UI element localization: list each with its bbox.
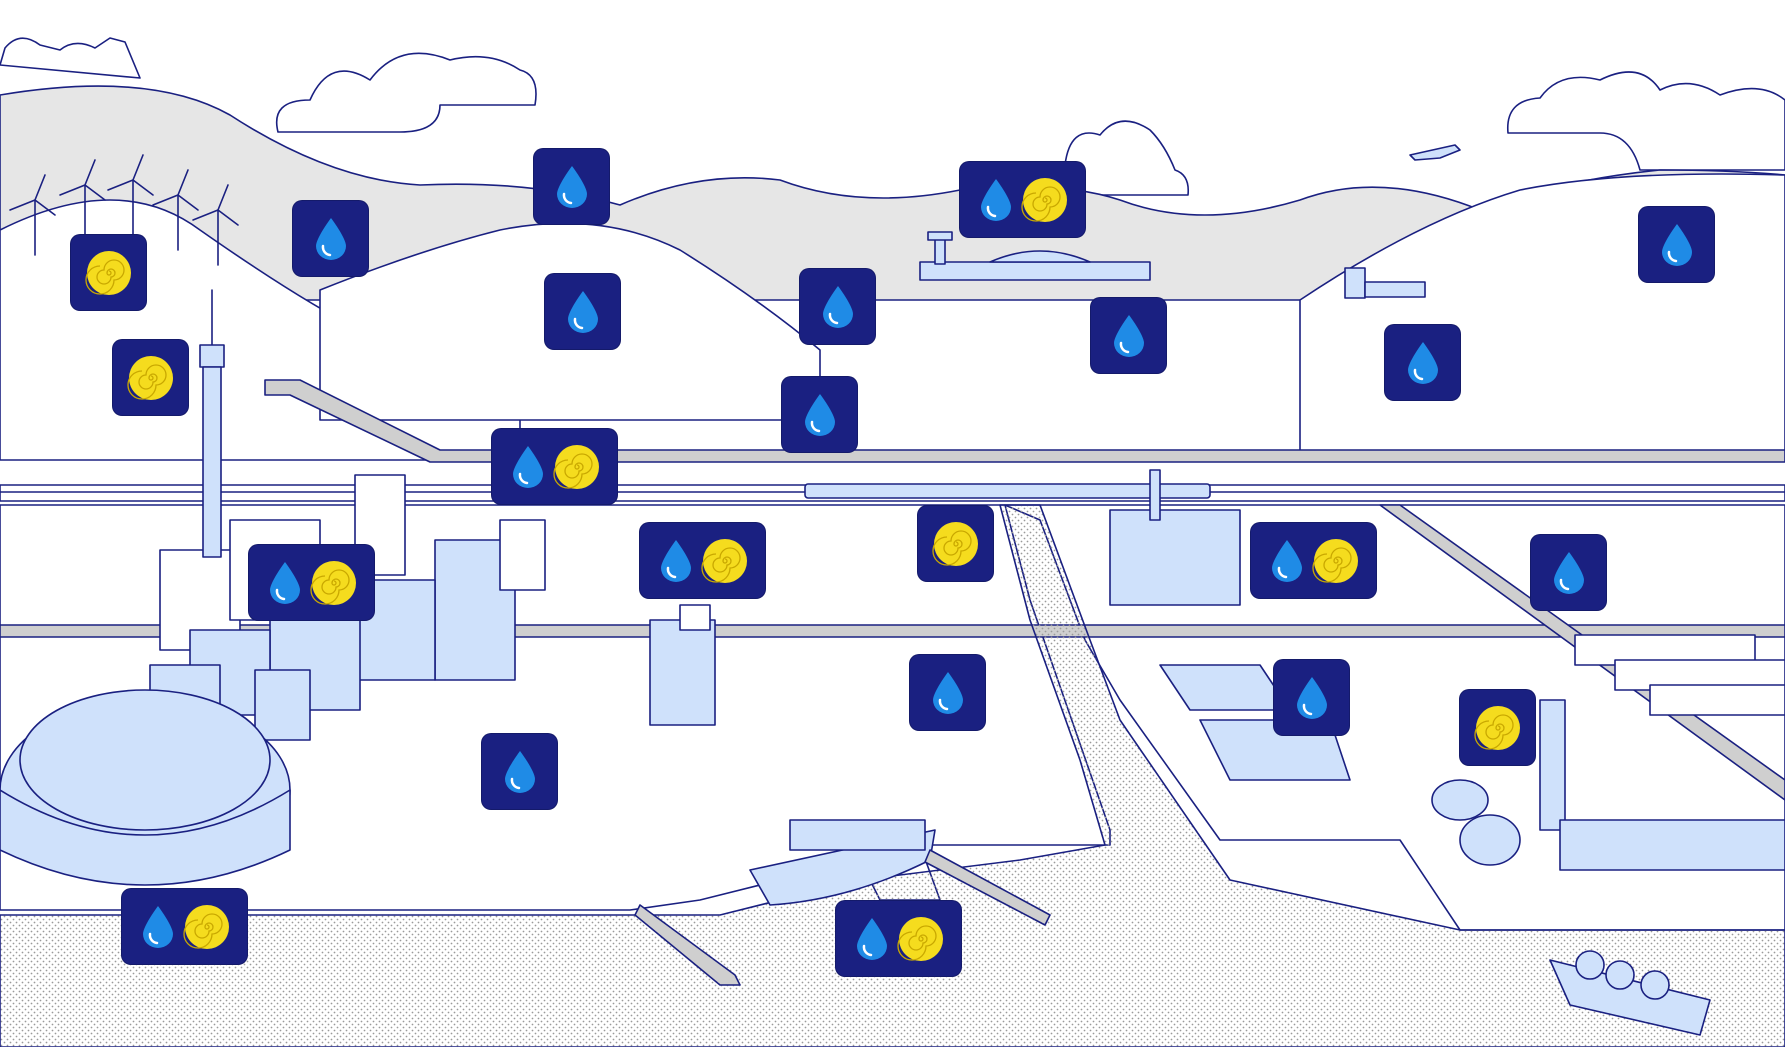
marker-greenhouse-water[interactable] (800, 269, 875, 344)
marker-refinery-energy[interactable] (1460, 690, 1535, 765)
sun-spiral-icon (552, 444, 599, 489)
water-drop-icon (1661, 223, 1692, 266)
marker-houses-water[interactable] (1385, 325, 1460, 400)
marker-orchard-water[interactable] (1639, 207, 1714, 282)
marker-tower-energy[interactable] (113, 340, 188, 415)
water-drop-icon (660, 539, 691, 582)
water-drop-icon (932, 671, 963, 714)
marker-hospital-water-energy[interactable] (640, 523, 765, 598)
treatment-pools (1159, 664, 1351, 781)
sun-spiral-icon (700, 538, 747, 583)
train (804, 483, 1211, 499)
marker-hilltop-water[interactable] (534, 149, 609, 224)
sun-spiral-icon (126, 355, 173, 400)
sun-spiral-icon (1020, 177, 1067, 222)
water-drop-icon (504, 750, 535, 793)
tv-tower (199, 289, 225, 558)
hospital (649, 604, 716, 726)
water-drop-icon (556, 165, 587, 208)
sun-spiral-icon (182, 904, 229, 949)
marker-downtown-water-energy[interactable] (249, 545, 374, 620)
water-drop-icon (269, 561, 300, 604)
marker-farm-water[interactable] (1531, 535, 1606, 610)
marker-river-energy[interactable] (918, 506, 993, 581)
stadium (0, 689, 291, 886)
marker-treatment-water[interactable] (1274, 660, 1349, 735)
water-drop-icon (1407, 341, 1438, 384)
wind-turbines (9, 154, 239, 266)
barn (1344, 267, 1426, 299)
water-drop-icon (822, 285, 853, 328)
cloud-right (1507, 71, 1785, 171)
water-drop-icon (856, 917, 887, 960)
river (0, 504, 1785, 1047)
cloud-mid (275, 52, 537, 133)
marker-plant-water-energy[interactable] (1251, 523, 1376, 598)
pier-right (924, 849, 1051, 926)
water-drop-icon (804, 393, 835, 436)
sun-spiral-icon (84, 250, 131, 295)
water-drop-icon (1271, 539, 1302, 582)
sun-spiral-icon (1473, 705, 1520, 750)
marker-stadium-water-energy[interactable] (122, 889, 247, 964)
marker-factory-hill-water-energy[interactable] (492, 429, 617, 504)
water-drop-icon (1296, 676, 1327, 719)
water-drop-icon (142, 905, 173, 948)
sun-spiral-icon (309, 560, 356, 605)
viaduct (264, 379, 1785, 463)
marker-wind-farm-energy[interactable] (71, 235, 146, 310)
water-drop-icon (315, 217, 346, 260)
marker-station-water[interactable] (782, 377, 857, 452)
marker-village-water[interactable] (545, 274, 620, 349)
sun-spiral-icon (931, 521, 978, 566)
plane (1409, 144, 1461, 161)
cloud-left (0, 37, 141, 79)
marker-reservoir-water[interactable] (293, 201, 368, 276)
water-drop-icon (567, 290, 598, 333)
water-drop-icon (980, 178, 1011, 221)
marker-warehouse-water[interactable] (910, 655, 985, 730)
cloud-center (1064, 120, 1190, 196)
water-drop-icon (1113, 314, 1144, 357)
sun-spiral-icon (896, 916, 943, 961)
pier-left (634, 904, 741, 986)
marker-park-water[interactable] (482, 734, 557, 809)
tanker-ship (1549, 950, 1711, 1036)
factory-complex (1109, 469, 1785, 871)
airport (919, 231, 1151, 281)
cruise-ship (749, 819, 936, 906)
warehouses (1574, 634, 1785, 716)
marker-apartments-water[interactable] (1091, 298, 1166, 373)
marker-port-water-energy[interactable] (836, 901, 961, 976)
water-drop-icon (512, 445, 543, 488)
marker-airport-water-energy[interactable] (960, 162, 1085, 237)
sun-spiral-icon (1311, 538, 1358, 583)
water-drop-icon (1553, 551, 1584, 594)
